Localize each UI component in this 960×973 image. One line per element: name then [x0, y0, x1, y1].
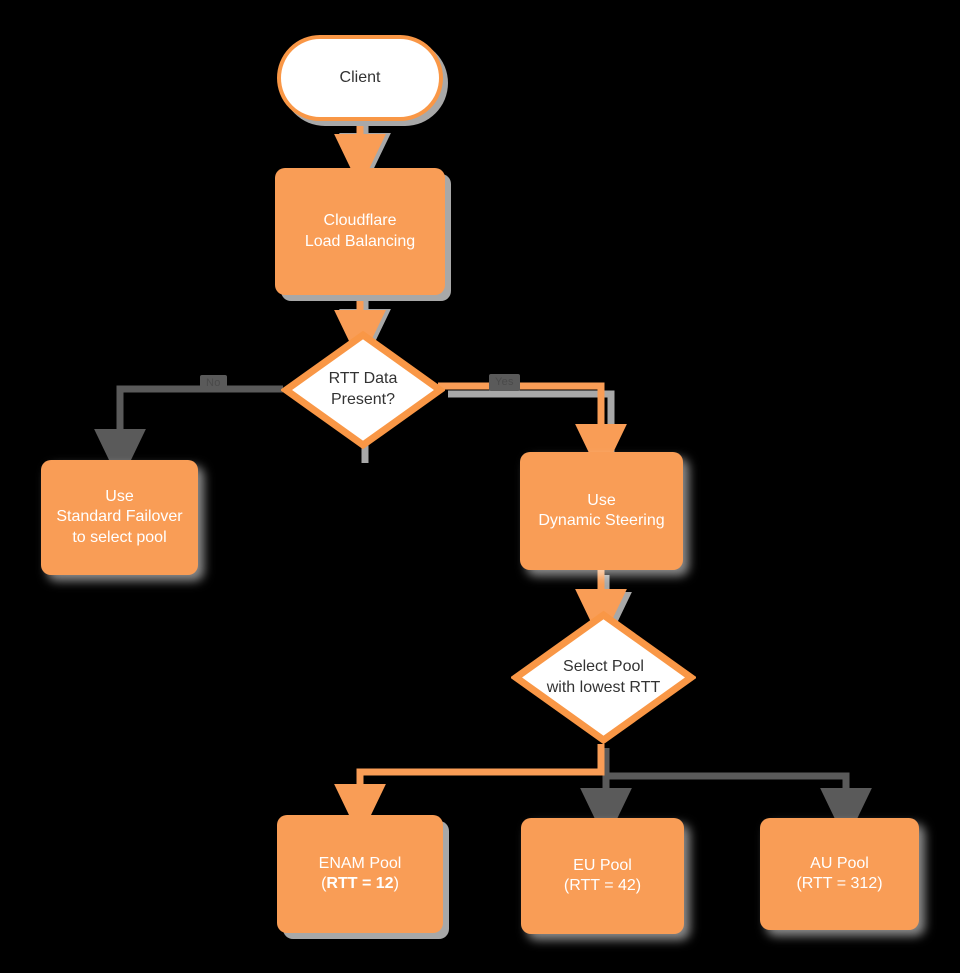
node-dynamic-steering-line1: Use — [587, 491, 616, 509]
node-au-pool-line1: AU Pool — [810, 854, 869, 872]
edge-select-to-pools — [334, 744, 872, 842]
node-standard-failover[interactable]: Use Standard Failover to select pool — [41, 460, 198, 575]
node-load-balancing-label: Cloudflare Load Balancing — [305, 211, 415, 252]
paren-open: ( — [321, 875, 327, 892]
edge-rtt-no-to-failover — [94, 385, 283, 483]
edge-label-no: No — [200, 375, 227, 392]
node-eu-pool-label: EU Pool (RTT = 42) — [564, 856, 641, 897]
node-enam-pool-line2: (RTT = 12) — [319, 874, 402, 894]
node-enam-pool-rtt: RTT = 12 — [326, 875, 394, 892]
node-rtt-line1: RTT Data — [328, 370, 398, 388]
node-client[interactable]: Client — [277, 35, 443, 121]
node-rtt-line2: Present? — [330, 391, 396, 408]
node-enam-pool-label: ENAM Pool (RTT = 12) — [319, 854, 402, 895]
node-eu-pool-line2: (RTT = 42) — [563, 877, 642, 894]
node-standard-failover-line3: to select pool — [72, 528, 167, 546]
node-au-pool-label: AU Pool (RTT = 312) — [796, 854, 882, 895]
node-eu-pool-line1: EU Pool — [573, 856, 632, 874]
diamond-shape — [511, 610, 696, 745]
node-select-pool-line2: with lowest RTT — [546, 678, 661, 696]
node-select-pool-line1: Select Pool — [563, 657, 644, 675]
node-dynamic-steering-line2: Dynamic Steering — [538, 512, 665, 529]
node-load-balancing-line1: Cloudflare — [323, 212, 397, 230]
node-load-balancing-line2: Load Balancing — [304, 232, 416, 250]
node-rtt-data-present[interactable]: RTT Data Present? — [281, 330, 445, 450]
node-dynamic-steering[interactable]: Use Dynamic Steering — [520, 452, 683, 570]
diamond-shape — [281, 330, 445, 450]
node-load-balancing[interactable]: Cloudflare Load Balancing — [275, 168, 445, 295]
node-standard-failover-line1: Use — [105, 487, 134, 505]
node-client-label: Client — [339, 68, 381, 86]
node-eu-pool[interactable]: EU Pool (RTT = 42) — [521, 818, 684, 934]
paren-close: ) — [393, 875, 399, 892]
node-au-pool[interactable]: AU Pool (RTT = 312) — [760, 818, 919, 930]
node-au-pool-line2: (RTT = 312) — [796, 875, 883, 892]
node-select-pool-label: Select Pool with lowest RTT — [511, 610, 696, 745]
node-select-pool[interactable]: Select Pool with lowest RTT — [511, 610, 696, 745]
node-enam-pool-line1: ENAM Pool — [318, 854, 402, 872]
node-standard-failover-line2: Standard Failover — [56, 508, 183, 526]
node-rtt-data-present-label: RTT Data Present? — [281, 330, 445, 450]
node-standard-failover-label: Use Standard Failover to select pool — [56, 487, 182, 548]
node-dynamic-steering-label: Use Dynamic Steering — [538, 491, 664, 532]
node-enam-pool[interactable]: ENAM Pool (RTT = 12) — [277, 815, 443, 933]
edge-label-yes: Yes — [489, 374, 520, 391]
edge-rtt-yes-to-steering — [438, 382, 627, 478]
